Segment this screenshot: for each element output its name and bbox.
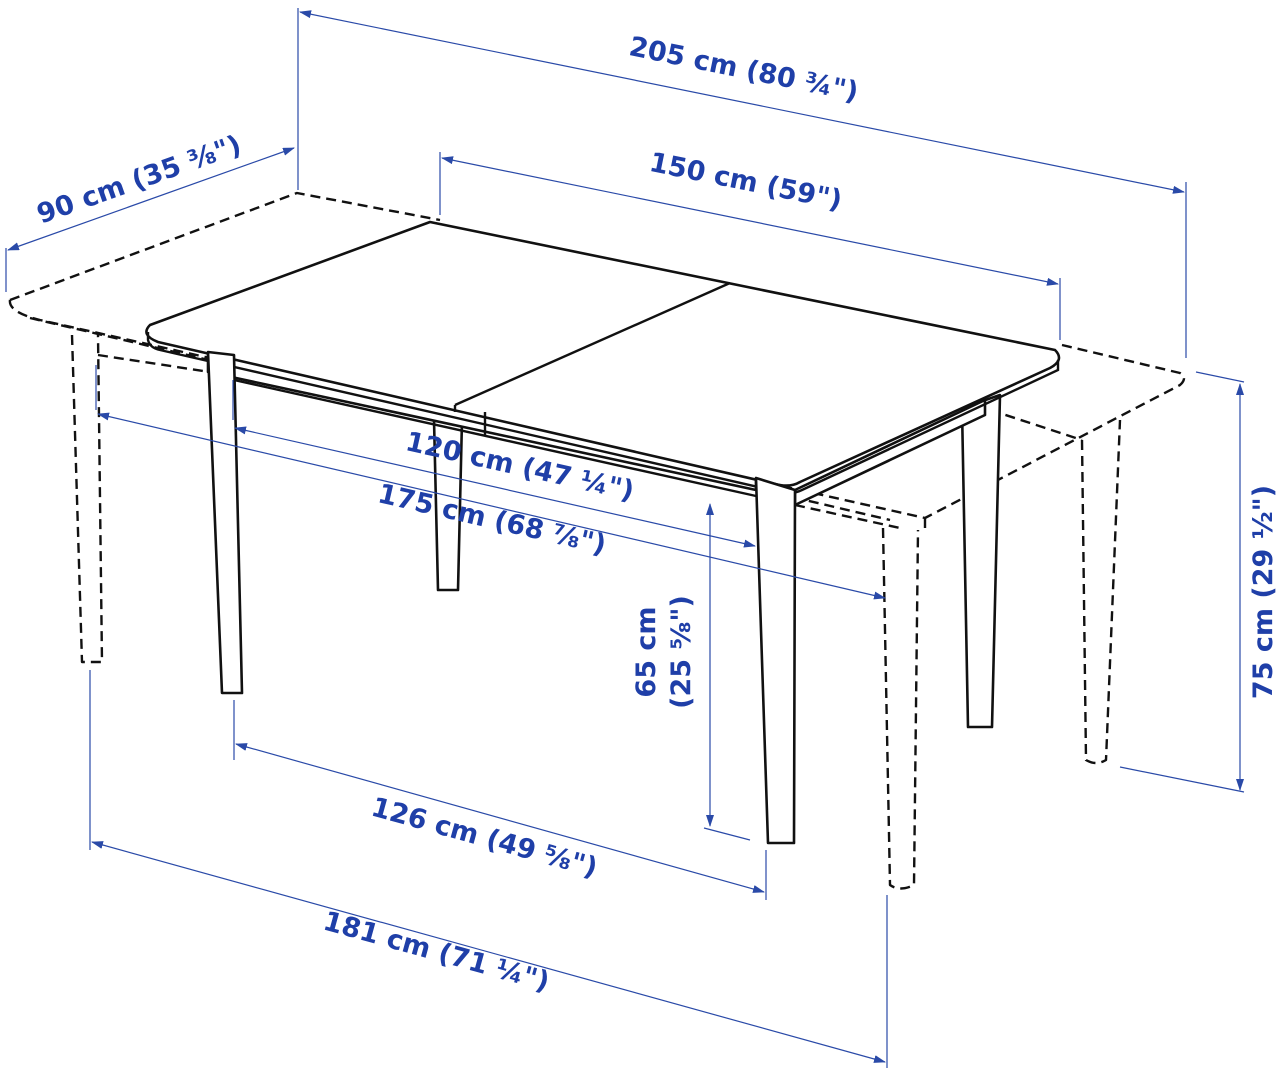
- extended-right-front-leg: [881, 527, 920, 890]
- ext-line-75-top: [1195, 371, 1245, 383]
- dim-line-90: [7, 147, 295, 251]
- label-knee-height-line1: 65 cm: [631, 606, 662, 697]
- label-total-height: 75 cm (29 ½"): [1248, 485, 1279, 699]
- extended-left-front-leg: [70, 334, 104, 664]
- dim-line-126: [235, 743, 765, 893]
- label-knee-height-line2: (25 ⅝"): [666, 595, 697, 709]
- front-left-leg: [206, 350, 244, 695]
- back-right-leg: [960, 393, 1002, 729]
- dim-line-150: [441, 156, 1059, 286]
- label-leg-span: 126 cm (49 ⅝"): [368, 792, 601, 884]
- dim-line-175: [97, 412, 886, 600]
- label-depth: 90 cm (35 ⅜"): [33, 130, 245, 231]
- ext-line-75-bottom: [1119, 766, 1245, 793]
- dim-line-181: [91, 841, 886, 1063]
- label-extended-leg-span: 181 cm (71 ¼"): [320, 906, 553, 998]
- extended-left-apron: [97, 353, 211, 374]
- dimension-annotations: 205 cm (80 ¾") 150 cm (59") 90 cm (35 ⅜"…: [5, 8, 1279, 1068]
- label-extended-length: 205 cm (80 ¾"): [626, 31, 860, 108]
- leaf-seam: [454, 281, 731, 407]
- ext-line-65-bottom: [703, 827, 751, 841]
- front-right-leg: [754, 476, 797, 845]
- extended-top-dashed: [8, 191, 1186, 520]
- extended-right-back-leg: [1080, 419, 1122, 765]
